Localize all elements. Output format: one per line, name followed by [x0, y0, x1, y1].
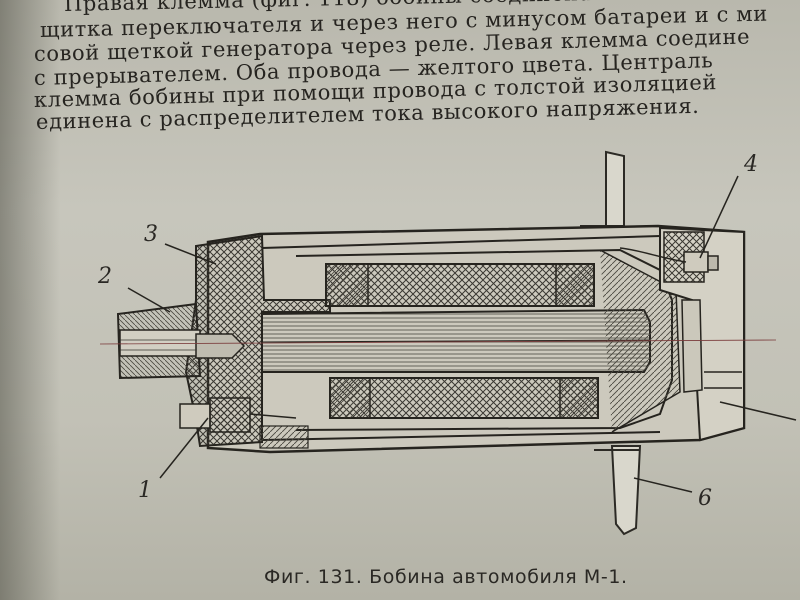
top-bracket	[580, 150, 625, 229]
winding-lower	[329, 377, 599, 419]
bottom-bracket-6	[594, 445, 642, 536]
callout-2: 2	[98, 264, 112, 289]
callout-6: 6	[698, 486, 712, 511]
low-tension-terminal-1	[179, 397, 309, 449]
axis-line	[99, 339, 777, 345]
page-gutter-shadow	[0, 0, 60, 600]
low-tension-terminal-4	[619, 247, 719, 273]
leader-3	[164, 243, 217, 265]
figure-caption: Фиг. 131. Бобина автомобиля М-1.	[264, 566, 628, 588]
leader-5	[719, 401, 797, 421]
leader-2	[127, 287, 171, 313]
winding-upper	[325, 263, 595, 307]
leader-4	[699, 175, 739, 259]
high-tension-terminal-2	[116, 302, 246, 380]
leader-1	[159, 417, 209, 479]
callout-4: 4	[744, 152, 758, 177]
callout-1: 1	[138, 478, 152, 503]
callout-3: 3	[144, 222, 158, 247]
leader-6	[633, 477, 693, 493]
